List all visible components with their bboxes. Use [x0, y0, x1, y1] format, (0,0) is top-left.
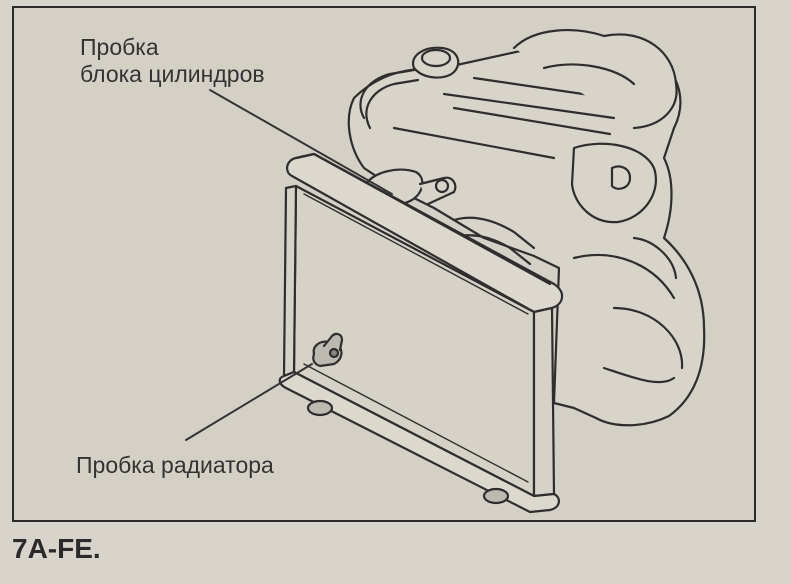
engine-block-cap-label: Пробка блока цилиндров	[80, 34, 265, 88]
engine-radiator-drawing	[185, 29, 706, 514]
engine-block-cap-label-line1: Пробка	[80, 34, 159, 60]
leader-lines	[185, 89, 393, 441]
illustration-frame: Пробка блока цилиндров Пробка радиатора	[12, 6, 756, 522]
engine-block-cap-label-line2: блока цилиндров	[80, 61, 265, 87]
radiator-cap-label: Пробка радиатора	[76, 452, 274, 478]
engine-block	[347, 29, 706, 427]
radiator	[278, 152, 564, 514]
leader-line-block-cap	[209, 89, 393, 195]
leader-line-radiator-cap	[185, 363, 313, 441]
figure-caption: 7A-FE.	[12, 533, 101, 564]
